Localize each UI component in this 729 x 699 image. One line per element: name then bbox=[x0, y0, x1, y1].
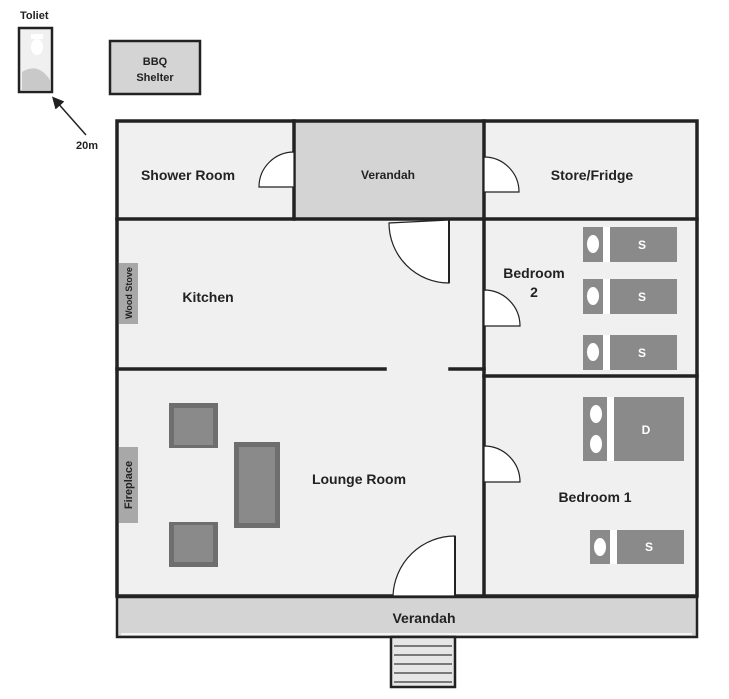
doors bbox=[258, 151, 521, 597]
fireplace-label: Fireplace bbox=[123, 461, 135, 509]
bedroom2-label-line1: Bedroom bbox=[503, 265, 564, 281]
front-stairs bbox=[389, 635, 457, 689]
lounge-room-label: Lounge Room bbox=[312, 471, 406, 487]
bed-single-4: S bbox=[590, 530, 684, 564]
toilet-icon bbox=[31, 34, 43, 55]
verandah-top-label: Verandah bbox=[361, 168, 415, 182]
bbq-label-line1: BBQ bbox=[143, 56, 168, 68]
bed-single-4-label: S bbox=[645, 540, 653, 554]
verandah-bottom-floor bbox=[115, 595, 699, 639]
front-door bbox=[392, 535, 456, 597]
verandah-bottom-label: Verandah bbox=[392, 610, 455, 626]
toilet-building bbox=[17, 26, 54, 94]
pillow-icon bbox=[594, 538, 606, 556]
bedroom1-door bbox=[483, 445, 521, 483]
store-door bbox=[483, 156, 520, 193]
lounge-furniture bbox=[169, 403, 280, 567]
verandah-top-floor bbox=[294, 121, 484, 219]
bedroom1-label: Bedroom 1 bbox=[558, 489, 631, 505]
bed-single-3-label: S bbox=[638, 346, 646, 360]
bed-single-2-label: S bbox=[638, 290, 646, 304]
sofa bbox=[234, 442, 280, 528]
store-fridge-label: Store/Fridge bbox=[551, 167, 634, 183]
shower-room-door bbox=[258, 151, 295, 188]
pillow-icon bbox=[587, 235, 599, 253]
bed-single-1: S bbox=[583, 227, 677, 262]
pillow-icon bbox=[590, 405, 602, 423]
pillow-icon bbox=[587, 343, 599, 361]
bed-double: D bbox=[583, 397, 684, 461]
armchair-top bbox=[169, 403, 218, 448]
bbq-shelter: BBQ Shelter bbox=[108, 39, 202, 96]
distance-arrow bbox=[52, 96, 87, 136]
bbq-label-line2: Shelter bbox=[136, 72, 174, 84]
shower-room-label: Shower Room bbox=[141, 167, 235, 183]
toilet-label: Toliet bbox=[20, 10, 49, 22]
wood-stove-label: Wood Stove bbox=[124, 267, 134, 319]
pillow-icon bbox=[590, 435, 602, 453]
bed-single-2: S bbox=[583, 279, 677, 314]
fireplace: Fireplace bbox=[119, 447, 138, 523]
bed-single-1-label: S bbox=[638, 238, 646, 252]
armchair-bottom bbox=[169, 522, 218, 567]
pillow-icon bbox=[587, 287, 599, 305]
bed-single-3: S bbox=[583, 335, 677, 370]
wood-stove: Wood Stove bbox=[119, 263, 138, 324]
kitchen-label: Kitchen bbox=[182, 289, 233, 305]
bedroom2-door bbox=[483, 289, 521, 327]
bedroom2-label-line2: 2 bbox=[530, 284, 538, 300]
bed-double-label: D bbox=[642, 423, 651, 437]
distance-label: 20m bbox=[76, 140, 98, 152]
kitchen-door bbox=[388, 219, 450, 284]
